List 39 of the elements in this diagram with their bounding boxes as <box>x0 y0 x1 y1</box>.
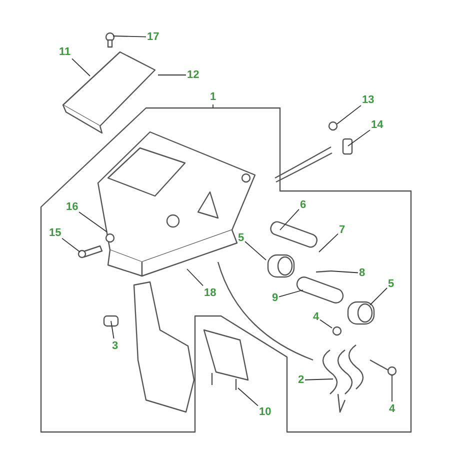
leader-line <box>112 36 146 38</box>
leader-line <box>158 74 186 76</box>
callout-number: 4 <box>389 402 396 416</box>
leader-line <box>348 130 370 146</box>
leader-line <box>370 288 388 306</box>
leader-line <box>72 58 90 76</box>
leader-line <box>304 378 334 380</box>
callout-number: 3 <box>112 340 118 352</box>
callout-number: 15 <box>49 226 62 240</box>
callout-number: 13 <box>362 94 374 106</box>
callout-number: 7 <box>339 224 346 236</box>
leader-line <box>186 268 204 286</box>
callout-number: 16 <box>66 200 78 214</box>
callout-number: 12 <box>187 68 200 82</box>
leader-line <box>330 270 358 274</box>
callout-number: 10 <box>259 406 272 418</box>
callout-number: 14 <box>371 118 384 132</box>
leader-line <box>110 320 114 339</box>
leader-line <box>212 104 214 108</box>
callout-number: 9 <box>272 292 278 304</box>
callout-number: 5 <box>238 232 244 244</box>
leader-line <box>238 388 258 406</box>
leader-line <box>78 212 108 232</box>
leader-line <box>280 208 300 230</box>
callout-number: 1 <box>210 90 216 104</box>
leader-line <box>320 319 332 328</box>
callout-number: 2 <box>298 374 304 386</box>
leader-line <box>62 238 80 252</box>
callout-number: 17 <box>147 30 160 44</box>
callout-number: 8 <box>359 266 366 280</box>
callout-number: 18 <box>204 286 216 300</box>
callout-number: 5 <box>388 278 394 290</box>
leader-line <box>244 241 266 260</box>
callout-number: 11 <box>59 46 71 58</box>
leader-line <box>336 104 362 124</box>
callout-number: 4 <box>313 310 320 324</box>
callout-number: 6 <box>300 198 306 212</box>
leader-line <box>278 290 304 298</box>
leader-line <box>318 233 338 252</box>
